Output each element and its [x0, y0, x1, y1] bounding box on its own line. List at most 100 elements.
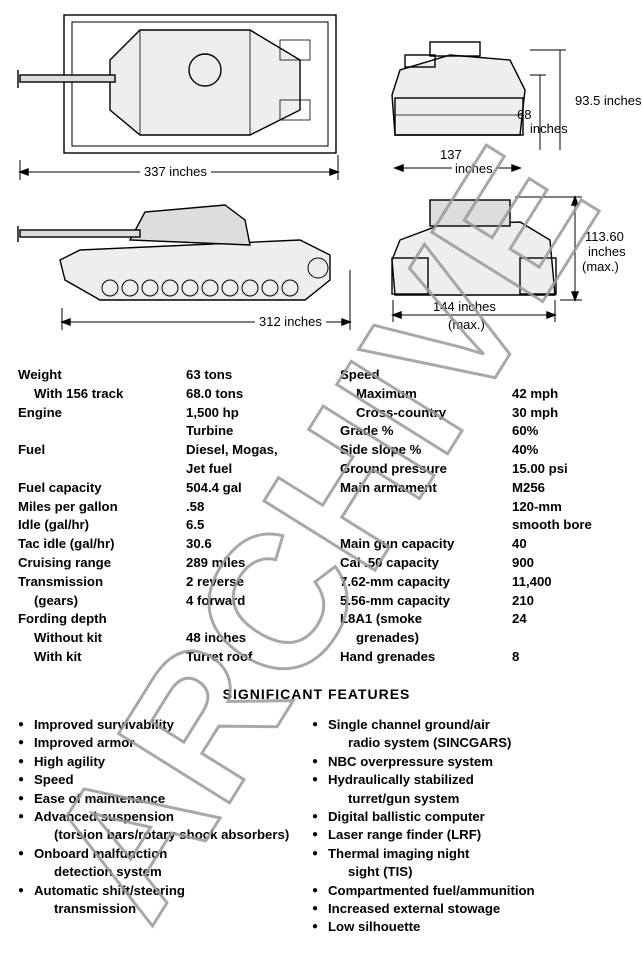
spec-label: Tac idle (gal/hr) [18, 536, 115, 552]
spec-value: 60% [512, 423, 539, 439]
spec-value: 8 [512, 648, 520, 664]
feature-item: Increased external stowage [310, 900, 630, 919]
spec-row: Maximum 42 mph [340, 385, 630, 404]
feature-text: NBC overpressure system [328, 753, 493, 769]
spec-label: Ground pressure [340, 460, 447, 476]
spec-label: Main gun capacity [340, 536, 455, 552]
spec-label: grenades) [356, 630, 420, 646]
feature-text: High agility [34, 753, 106, 769]
spec-row: Without kit 48 inches [18, 629, 338, 648]
spec-label: Without kit [34, 630, 102, 646]
spec-row: L8A1 (smoke 24 [340, 610, 630, 629]
feature-text: Laser range finder (LRF) [328, 827, 482, 843]
feature-text: Automatic shift/steering [34, 882, 185, 898]
spec-label: Cross-country [356, 404, 447, 420]
spec-value: 40 [512, 536, 527, 552]
spec-value: 4 forward [186, 592, 246, 608]
spec-value: 40% [512, 442, 539, 458]
spec-label: Cruising range [18, 554, 112, 570]
feature-text-continued: (torsion bars/rotary shock absorbers) [54, 827, 290, 843]
rear-height-note: (max.) [582, 259, 619, 274]
spec-label: Miles per gallon [18, 498, 118, 514]
feature-text: Single channel ground/air [328, 717, 490, 732]
side-view-drawing [17, 204, 331, 301]
spec-value: 11,400 [512, 573, 552, 589]
spec-value: 63 tons [186, 367, 233, 382]
feature-text: Speed [34, 772, 74, 788]
spec-value: 2 reverse [186, 573, 244, 589]
spec-value: 504.4 gal [186, 479, 242, 495]
feature-item: NBC overpressure system [310, 753, 630, 772]
spec-row: Grade % 60% [340, 422, 630, 441]
spec-value: smooth bore [512, 517, 592, 533]
spec-value: 24 [512, 611, 527, 627]
spec-label: Main armament [340, 479, 437, 495]
spec-label: Maximum [356, 385, 417, 401]
spec-row: smooth bore [340, 516, 630, 535]
spec-label: Idle (gal/hr) [18, 517, 90, 533]
spec-label: Grade % [340, 423, 394, 439]
feature-item: Compartmented fuel/ammunition [310, 882, 630, 901]
tank-line-drawings [17, 14, 582, 330]
spec-row: Jet fuel [18, 460, 338, 479]
spec-row: Speed [340, 366, 630, 385]
spec-value: 15.00 psi [512, 460, 568, 476]
spec-value: 900 [512, 554, 535, 570]
front-inner-height-unit: inches [530, 121, 568, 136]
front-width-unit: inches [452, 162, 496, 175]
feature-text-continued: detection system [54, 864, 162, 880]
spec-row: grenades) [340, 629, 630, 648]
spec-value: 6.5 [186, 517, 205, 533]
spec-row: Main armament M256 [340, 479, 630, 498]
rear-height-unit: inches [588, 244, 626, 259]
spec-value: Turret roof [186, 648, 253, 664]
spec-label: L8A1 (smoke [340, 611, 423, 627]
spec-value: 1,500 hp [186, 404, 239, 420]
spec-value: 42 mph [512, 385, 559, 401]
spec-label: With 156 track [34, 385, 124, 401]
spec-label: 5.56-mm capacity [340, 592, 450, 608]
rear-width-label: 144 inches [430, 300, 499, 313]
feature-text: Advanced suspension [34, 809, 174, 825]
feature-text: Ease of maintenance [34, 790, 166, 806]
front-view-drawing [391, 41, 566, 173]
spec-value: M256 [512, 479, 545, 495]
spec-row: Main gun capacity 40 [340, 535, 630, 554]
spec-value: 48 inches [186, 630, 247, 646]
spec-label: Side slope % [340, 442, 422, 458]
feature-text: Compartmented fuel/ammunition [328, 882, 535, 898]
feature-item: Low silhouette [310, 918, 630, 937]
spec-label: Fording depth [18, 611, 107, 627]
spec-label: (gears) [34, 592, 78, 608]
rear-view-drawing [391, 195, 582, 322]
feature-item: Speed [16, 771, 316, 790]
spec-value: 120-mm [512, 498, 562, 514]
spec-label: Cal .50 capacity [340, 554, 439, 570]
feature-item: High agility [16, 753, 316, 772]
feature-item: Ease of maintenance [16, 790, 316, 809]
top-length-label: 337 inches [140, 165, 211, 178]
features-heading: SIGNIFICANT FEATURES [222, 686, 411, 702]
spec-value: .58 [186, 498, 205, 514]
feature-text: Improved survivability [34, 717, 174, 732]
spec-row: (gears) 4 forward [18, 592, 338, 611]
feature-text: Low silhouette [328, 919, 421, 935]
feature-text: Hydraulically stabilized [328, 772, 474, 788]
spec-row: Ground pressure 15.00 psi [340, 460, 630, 479]
rear-width-note: (max.) [448, 317, 485, 332]
top-view-drawing [17, 14, 337, 154]
spec-label: Speed [340, 367, 380, 382]
feature-text: Onboard malfunction [34, 845, 168, 861]
feature-text: Improved armor [34, 735, 135, 751]
tank-drawings: 337 inches 93.5 inches 68 inches 137 inc… [0, 0, 642, 345]
side-length-label: 312 inches [255, 315, 326, 328]
